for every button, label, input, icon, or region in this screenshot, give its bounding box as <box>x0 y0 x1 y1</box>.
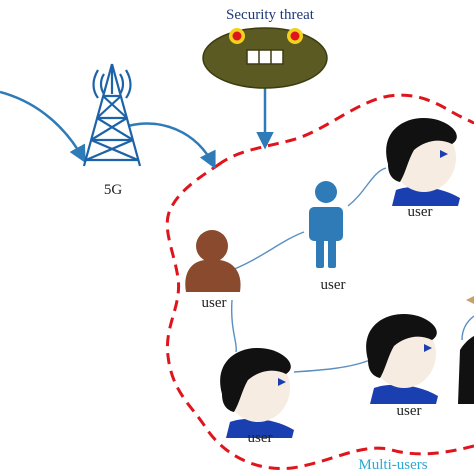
user-label: user <box>320 277 346 293</box>
user-label: user <box>201 295 227 311</box>
user-links <box>230 167 474 373</box>
partial-user-avatar <box>458 296 474 404</box>
tower-label: 5G <box>103 182 123 198</box>
tower-to-users-arrow <box>127 122 216 170</box>
user-label: user <box>396 403 422 419</box>
user-avatar-cartoon <box>220 347 294 438</box>
multi-users-label: Multi-users <box>358 457 428 473</box>
user-label: user <box>247 430 273 446</box>
user-avatar-cartoon <box>366 313 438 404</box>
user-avatar-brown <box>185 230 241 292</box>
user-avatar-cartoon <box>386 117 460 206</box>
user-avatar-standing <box>309 181 343 268</box>
incoming-signal-arrow <box>0 90 86 164</box>
cell-tower-icon <box>82 63 142 167</box>
multi-user-boundary <box>165 93 474 471</box>
user-label: user <box>407 204 433 220</box>
security-threat-icon <box>202 27 328 89</box>
security-threat-label: Security threat <box>226 7 314 23</box>
